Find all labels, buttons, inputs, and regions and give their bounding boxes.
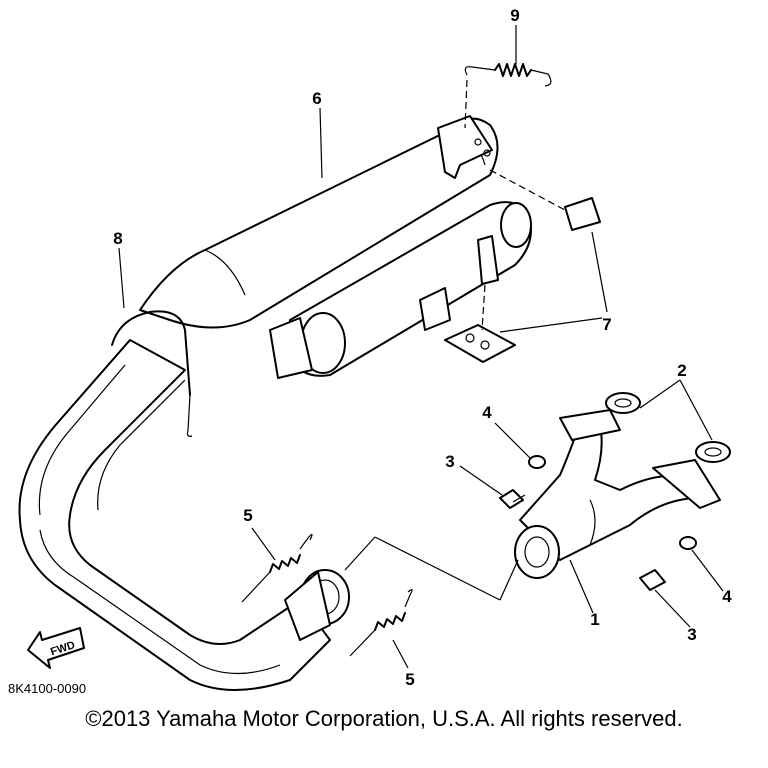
- drawing-code: 8K4100-0090: [8, 681, 86, 696]
- callout-8: 8: [113, 229, 122, 248]
- fwd-arrow-icon: FWD: [27, 627, 85, 669]
- bolt-left[interactable]: [499, 489, 526, 509]
- callout-4-left: 4: [482, 403, 492, 422]
- muffler-lower[interactable]: [269, 201, 532, 379]
- mount-bracket-upper[interactable]: [437, 115, 493, 179]
- copyright-notice: ©2013 Yamaha Motor Corporation, U.S.A. A…: [85, 706, 683, 731]
- mount-bracket-lower[interactable]: [444, 235, 516, 363]
- exhaust-parts-diagram: 6 8 9 7 2 4 3 4 3 1 5 5 FWD 8K4100-0090: [8, 6, 732, 696]
- gasket-right[interactable]: [695, 441, 731, 463]
- pipe-outlet: [284, 569, 350, 641]
- spring-right[interactable]: [349, 589, 413, 657]
- spring-left[interactable]: [241, 533, 313, 603]
- leader-lines: [118, 25, 724, 669]
- coil-wrap[interactable]: [111, 310, 193, 437]
- callout-6: 6: [312, 89, 321, 108]
- callout-3-left: 3: [445, 452, 454, 471]
- nut-right[interactable]: [679, 536, 697, 550]
- bolt-right[interactable]: [639, 569, 666, 591]
- nut-left[interactable]: [528, 455, 546, 469]
- damper-pad[interactable]: [564, 197, 601, 231]
- callout-5-right: 5: [405, 670, 414, 689]
- callout-4-right: 4: [722, 587, 732, 606]
- callout-7: 7: [602, 315, 611, 334]
- flange-upper: [559, 409, 621, 441]
- flange-right: [652, 459, 721, 509]
- exhaust-pipe[interactable]: [18, 339, 331, 691]
- spring-top[interactable]: [464, 63, 552, 87]
- gasket-upper[interactable]: [605, 392, 641, 414]
- callout-2: 2: [677, 361, 686, 380]
- callout-5-left: 5: [243, 506, 252, 525]
- callout-1: 1: [590, 610, 599, 629]
- callout-3-right: 3: [687, 625, 696, 644]
- exhaust-y-joint[interactable]: [514, 419, 696, 579]
- callout-9: 9: [510, 6, 519, 25]
